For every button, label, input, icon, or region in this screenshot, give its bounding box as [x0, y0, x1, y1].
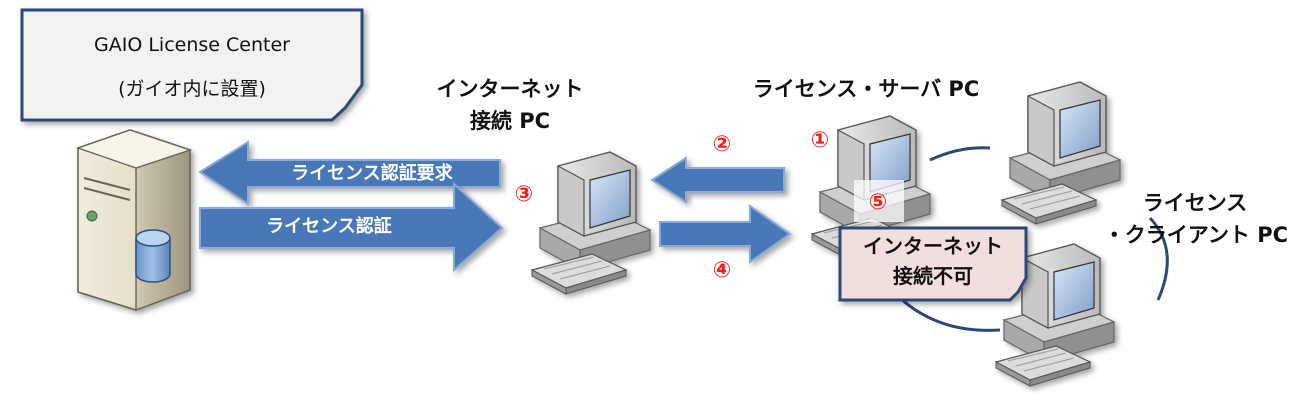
internet-pc-title-1: インターネット [436, 77, 584, 101]
arrow-auth [199, 181, 504, 273]
database-icon [135, 229, 171, 283]
license-client-pc-1 [1001, 81, 1121, 225]
license-center-location: (ガイオ内に設置) [118, 78, 266, 100]
no-internet-callout [838, 226, 1028, 302]
license-center-bubble [20, 8, 364, 122]
internet-pc [531, 151, 651, 295]
no-internet-line-1: インターネット [863, 234, 1003, 258]
license-client-title-2: ・クライアント PC [1103, 223, 1288, 247]
arrow-step-2 [650, 156, 785, 204]
arrow-step-4 [659, 204, 792, 264]
no-internet-line-2: 接続不可 [893, 264, 973, 288]
arrow-auth-label: ライセンス認証 [266, 216, 392, 237]
step-4: ④ [712, 258, 732, 283]
step-1: ① [810, 128, 830, 153]
step-2: ② [712, 132, 732, 157]
arrow-request [198, 140, 501, 206]
license-server-title: ライセンス・サーバ PC [752, 77, 980, 101]
step-5: ⑤ [868, 190, 888, 215]
license-center-name: GAIO License Center [94, 34, 290, 56]
license-client-title-1: ライセンス [1142, 191, 1248, 215]
step-5-backing [854, 180, 904, 222]
arrow-request-label: ライセンス認証要求 [291, 163, 453, 184]
client-connection-arcs [898, 146, 1169, 332]
step-3: ③ [514, 182, 534, 207]
license-center-server [75, 129, 193, 312]
internet-pc-title-2: 接続 PC [469, 109, 551, 133]
